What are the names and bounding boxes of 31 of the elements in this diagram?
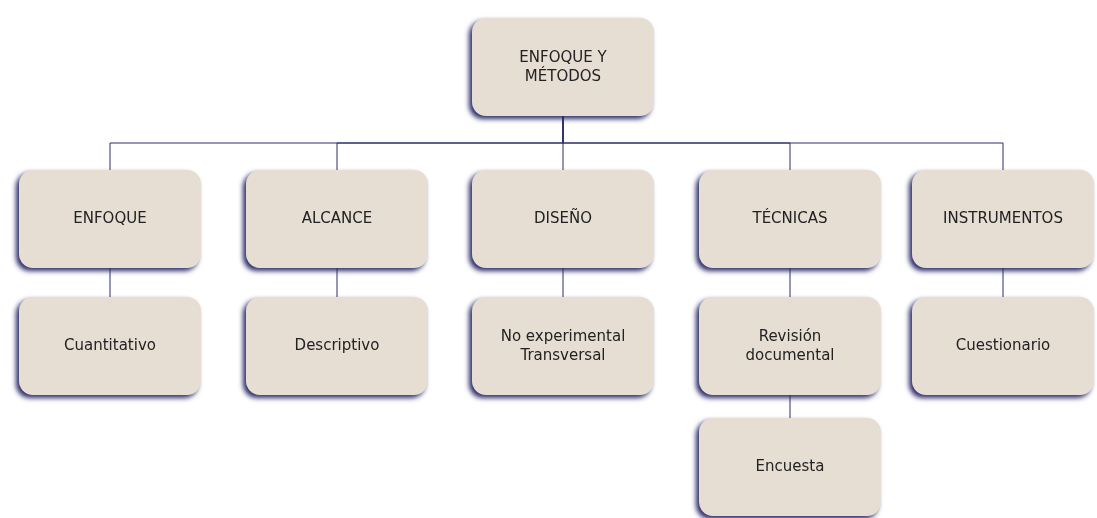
connector-line (109, 267, 111, 298)
rounded-box (19, 297, 201, 395)
rounded-box (699, 170, 881, 268)
box-label: Cuantitativo (64, 336, 156, 356)
box-label: No experimental Transversal (499, 326, 627, 366)
connector-line (789, 394, 791, 419)
box-label: DISEÑO (534, 209, 592, 229)
box-label: ENFOQUE (73, 209, 147, 229)
connector-line (1002, 267, 1004, 298)
box-label: Descriptivo (294, 336, 380, 356)
rounded-box (246, 170, 428, 268)
box-label: Cuestionario (955, 336, 1051, 356)
rounded-box (472, 170, 654, 268)
box-label: TÉCNICAS (752, 209, 828, 229)
connector-line (789, 267, 791, 298)
rounded-box (699, 297, 881, 395)
rounded-box (246, 297, 428, 395)
box-label: INSTRUMENTOS (943, 209, 1063, 229)
connector-line (336, 267, 338, 298)
connector-line (562, 115, 1004, 171)
box-label: Encuesta (755, 457, 825, 477)
box-label: ENFOQUE Y MÉTODOS (518, 47, 608, 87)
rounded-box (912, 170, 1094, 268)
rounded-box (699, 418, 881, 516)
rounded-box (19, 170, 201, 268)
rounded-box (912, 297, 1094, 395)
rounded-box (472, 297, 654, 395)
box-label: Revisión documental (744, 326, 836, 366)
connector-line (562, 267, 564, 298)
box-label: ALCANCE (301, 209, 373, 229)
rounded-box (472, 18, 654, 116)
